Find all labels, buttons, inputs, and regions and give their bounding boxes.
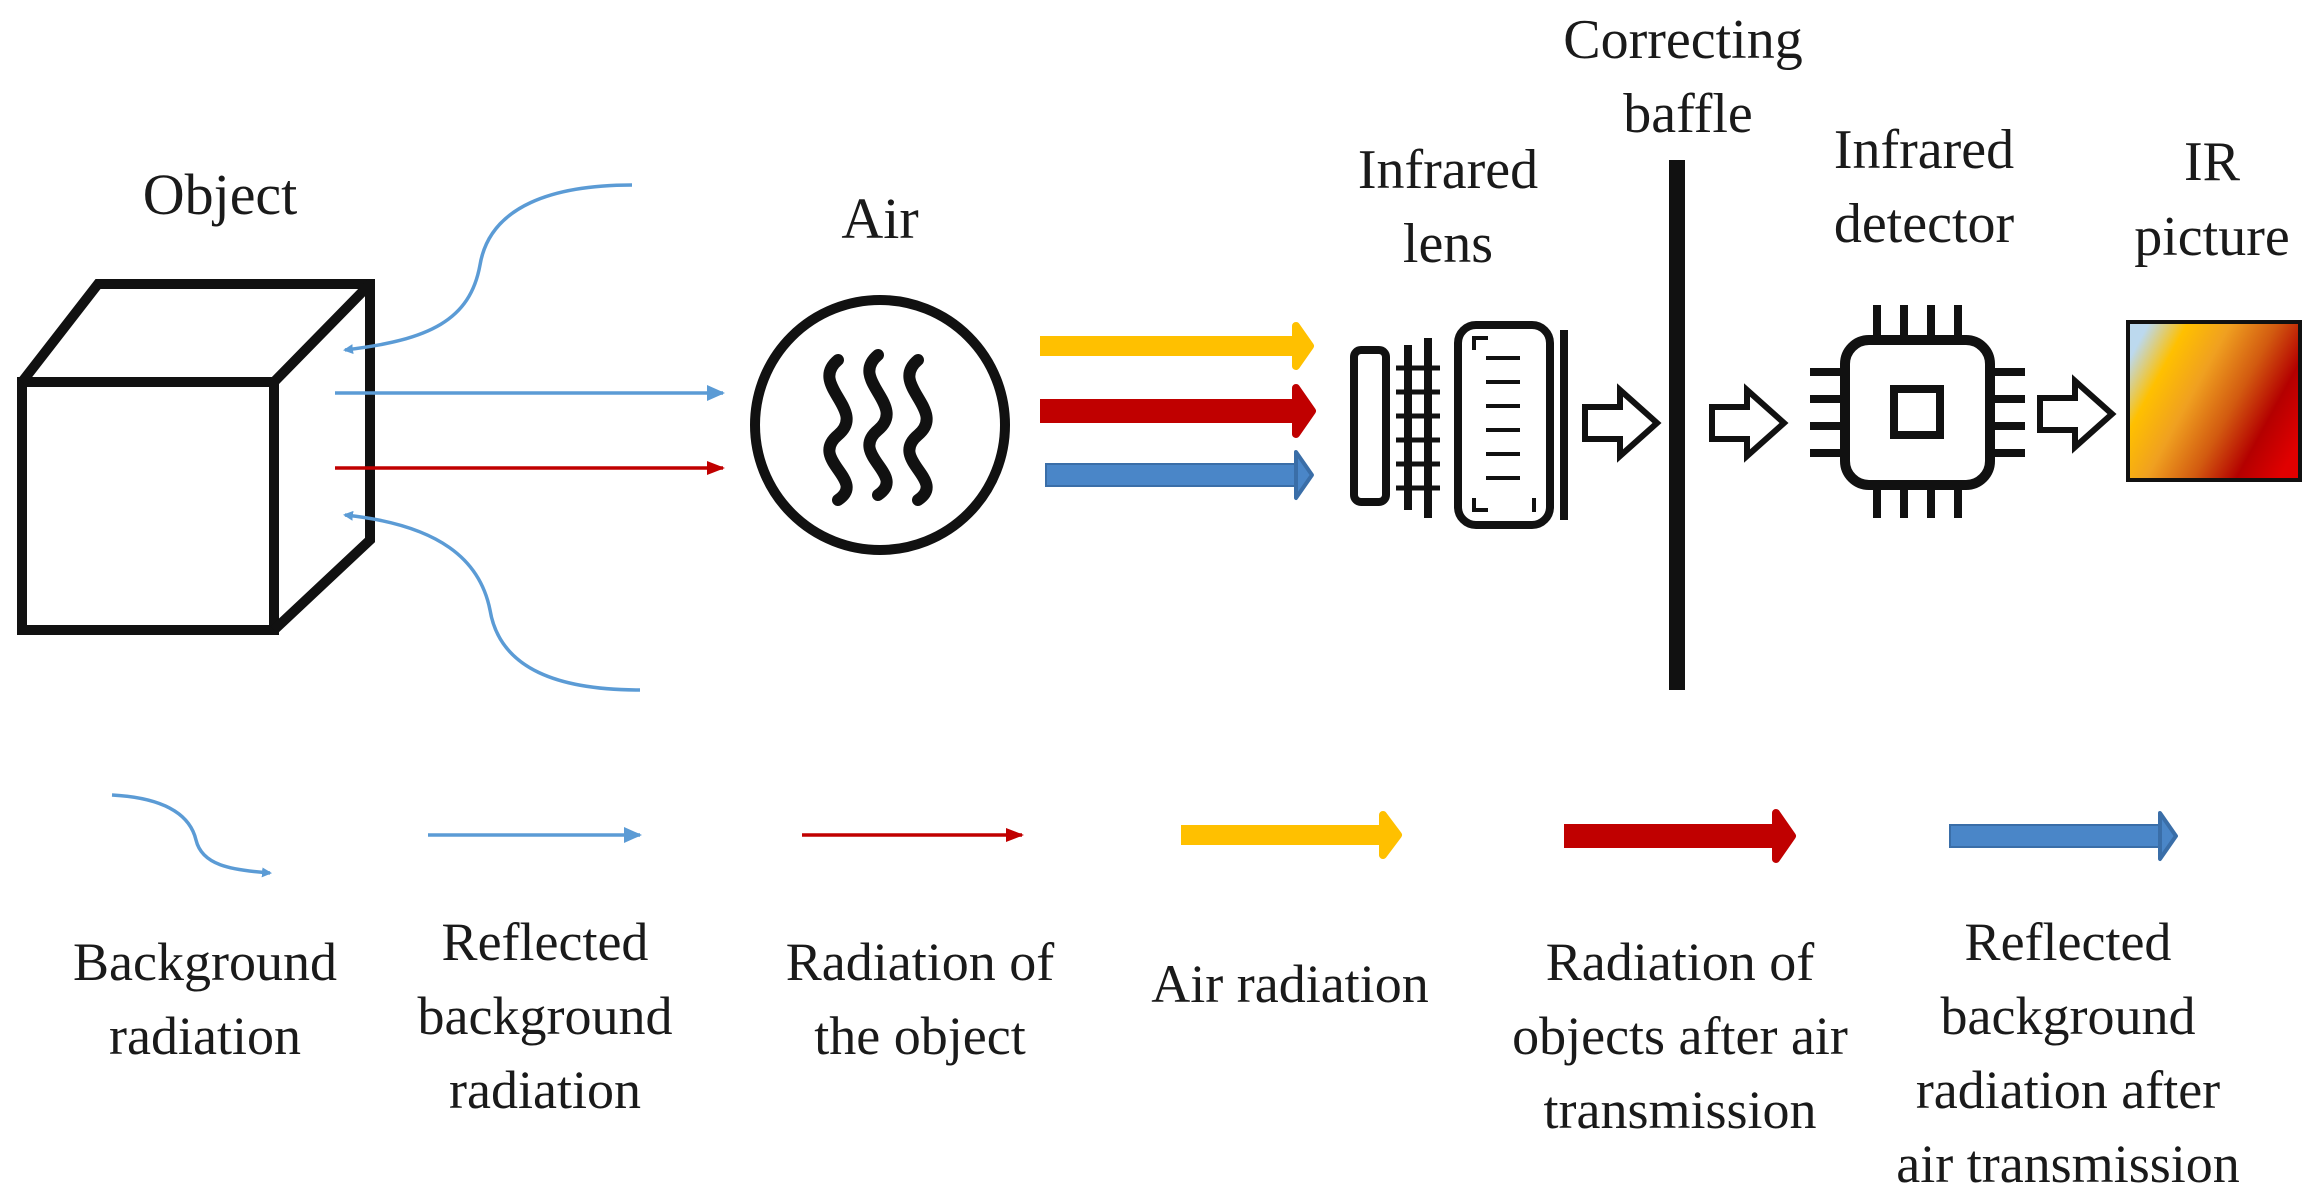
object-radiation-after-air-arrow: [1040, 384, 1316, 438]
legend-radiation-after-air-line1: Radiation of: [1546, 932, 1814, 992]
legend-air-radiation-swatch: [1181, 811, 1402, 859]
legend-reflected-after-air-line4: air transmission: [1896, 1134, 2239, 1194]
legend-background-radiation-line2: radiation: [109, 1006, 301, 1066]
legend-reflected-after-air-line2: background: [1941, 986, 2196, 1046]
infrared-detector-label-line1: Infrared: [1834, 119, 2014, 181]
legend-object-radiation-line2: the object: [814, 1006, 1025, 1066]
chip-icon: [1810, 305, 2025, 518]
hollow-arrow-icon: [2037, 374, 2117, 454]
heat-waves-icon: [750, 295, 1010, 555]
legend-background-radiation-line1: Background: [73, 932, 337, 992]
legend-radiation-after-air-line2: objects after air: [1512, 1006, 1848, 1066]
correcting-baffle-label-line2: baffle: [1623, 83, 1753, 145]
ir-picture-label-line1: IR: [2184, 131, 2241, 193]
legend-reflected-after-air-swatch: [1949, 811, 2178, 861]
thermal-gradient-swatch: [2126, 320, 2302, 482]
object-label: Object: [143, 162, 298, 227]
legend-radiation-after-air-line3: transmission: [1543, 1080, 1816, 1140]
infrared-lens-label-line1: Infrared: [1358, 139, 1538, 201]
ir-picture-label-line2: picture: [2134, 206, 2289, 268]
correcting-baffle-label-line1: Correcting: [1563, 9, 1802, 71]
legend-reflected-background-line3: radiation: [449, 1060, 641, 1120]
legend-reflected-background-line2: background: [418, 986, 673, 1046]
air-label: Air: [841, 186, 918, 251]
hollow-arrow-icon: [1709, 383, 1789, 463]
infrared-detector-label-line2: detector: [1834, 193, 2015, 255]
air-radiation-arrow: [1040, 322, 1314, 370]
cube-icon: [17, 279, 375, 635]
legend-air-radiation-line1: Air radiation: [1151, 954, 1428, 1014]
infrared-lens-label-line2: lens: [1403, 213, 1493, 275]
background-radiation-arrow-top: [343, 183, 633, 355]
background-radiation-arrow-bottom: [343, 510, 641, 692]
legend-reflected-background-line1: Reflected: [442, 912, 649, 972]
legend-reflected-after-air-line1: Reflected: [1965, 912, 2172, 972]
legend-reflected-after-air-line3: radiation after: [1916, 1060, 2220, 1120]
reflected-after-air-arrow: [1045, 450, 1314, 500]
legend-radiation-after-air-swatch: [1564, 809, 1796, 863]
legend-object-radiation-line1: Radiation of: [786, 932, 1054, 992]
correcting-baffle-bar: [1669, 160, 1685, 690]
hollow-arrow-icon: [1582, 383, 1662, 463]
lens-icon: [1350, 321, 1568, 529]
legend-background-radiation-swatch: [111, 793, 272, 878]
